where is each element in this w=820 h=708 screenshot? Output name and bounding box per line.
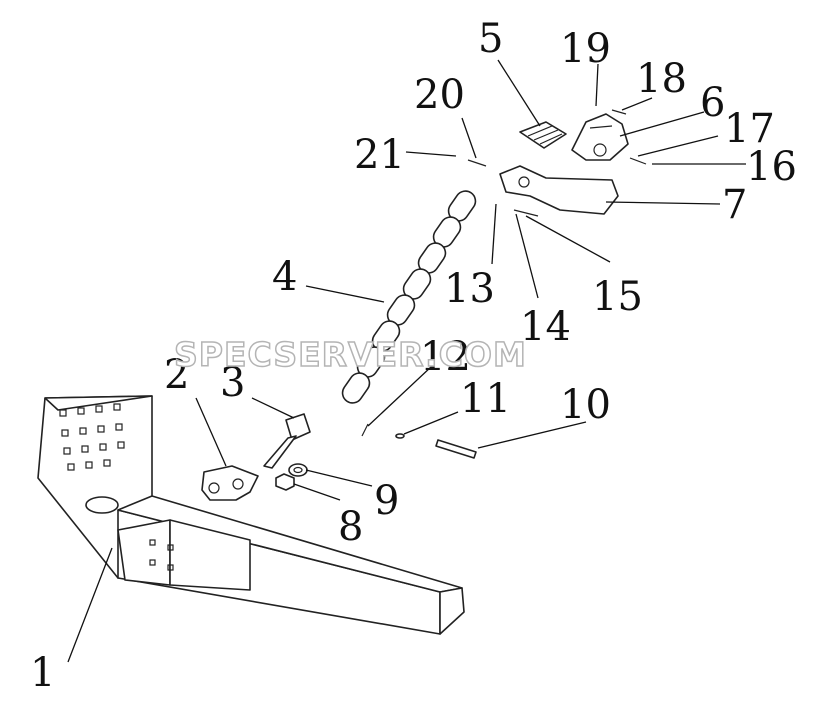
callout-17: 17 <box>724 106 775 152</box>
mounting-plate <box>201 465 259 501</box>
callout-3: 3 <box>220 360 245 406</box>
callout-16: 16 <box>746 144 797 190</box>
pin-10 <box>435 439 477 459</box>
callout-labels: 1 2 3 4 5 6 7 8 9 10 11 12 13 14 15 16 1… <box>30 16 797 696</box>
callout-14: 14 <box>520 304 571 350</box>
spring-12 <box>361 423 369 437</box>
callout-6: 6 <box>700 80 725 126</box>
callout-5: 5 <box>478 16 503 62</box>
cotter-11 <box>395 433 405 439</box>
callout-11: 11 <box>460 376 511 422</box>
housing-bracket <box>571 113 629 161</box>
leader-lines <box>67 59 746 663</box>
tow-beam-bracket <box>37 395 465 635</box>
callout-19: 19 <box>560 26 611 72</box>
pin-14-15 <box>513 209 539 217</box>
pin-16-17 <box>629 157 647 165</box>
pin-18 <box>611 109 627 115</box>
pin-20-21 <box>467 159 487 167</box>
nut <box>275 473 295 491</box>
bracket-hole-grid <box>59 403 174 571</box>
callout-18: 18 <box>636 56 687 102</box>
callout-20: 20 <box>414 72 465 118</box>
rubber-pad <box>519 121 567 149</box>
chain <box>341 190 477 404</box>
washer <box>288 463 308 477</box>
callout-12: 12 <box>420 334 471 380</box>
callout-8: 8 <box>338 504 363 550</box>
callout-1: 1 <box>30 650 55 696</box>
hook-bolt <box>263 413 311 469</box>
callout-9: 9 <box>374 478 399 524</box>
callout-7: 7 <box>722 182 747 228</box>
callout-10: 10 <box>560 382 611 428</box>
latch-hook-arm <box>499 165 619 215</box>
callout-21: 21 <box>354 132 405 178</box>
watermark-text: SPECSERVER.COM <box>174 335 527 374</box>
callout-2: 2 <box>164 352 189 398</box>
callout-4: 4 <box>272 254 297 300</box>
callout-15: 15 <box>592 274 643 320</box>
callout-13: 13 <box>444 266 495 312</box>
